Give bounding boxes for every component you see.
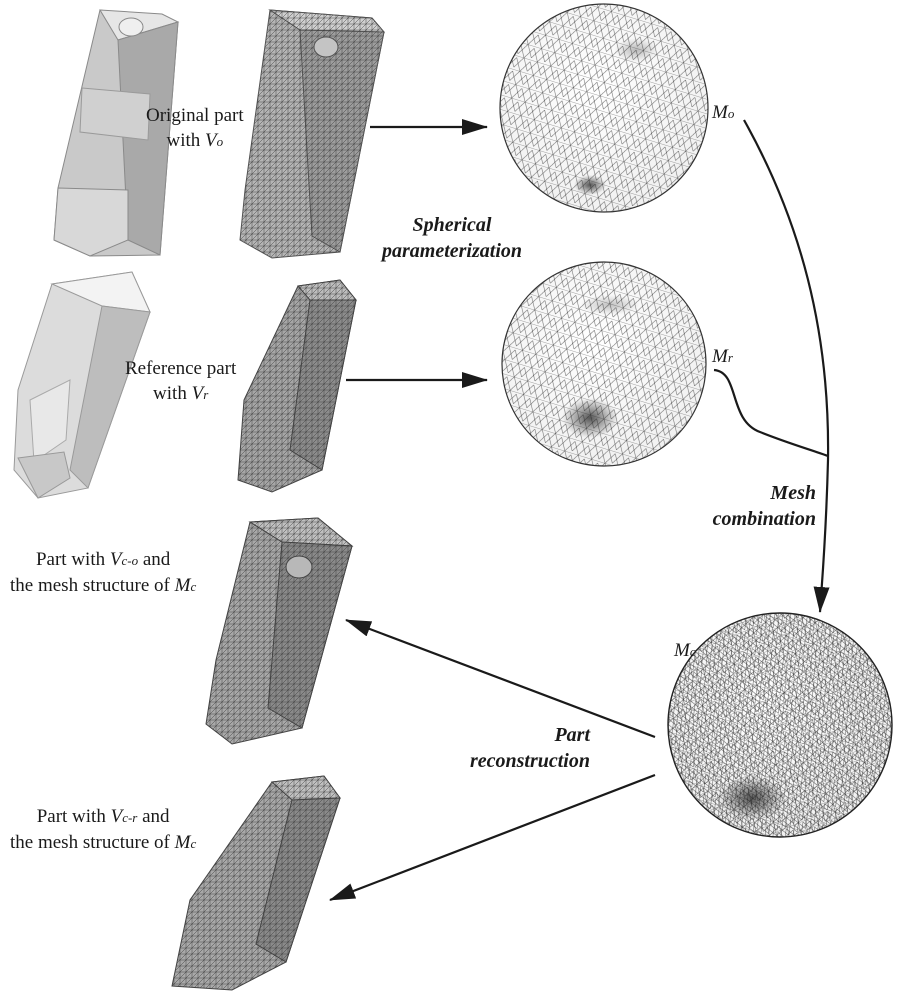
label-reconstruction-line2: reconstruction [440,748,590,774]
label-original-with: with [166,130,205,151]
label-sphere-mo: Mo [712,102,734,124]
subscript-r: r [728,350,733,365]
label-part-co-line1: Part with Vc-o and [10,547,196,573]
subscript-c: c [690,644,696,659]
original-part-mesh [240,10,384,258]
sphere-mo [500,4,708,212]
label-part-co-post: and [138,549,170,570]
label-spherical-line1: Spherical [382,212,522,238]
label-part-co-pre: Part with [36,549,110,570]
part-cr-mesh [172,776,340,990]
label-reference-line2: with Vr [125,381,236,407]
label-reference-with: with [153,383,192,404]
label-reference-line1: Reference part [125,356,236,381]
subscript-c: c [190,836,196,851]
label-original-part: Original part with Vo [146,103,244,154]
symbol-v: V [110,549,122,570]
symbol-m: M [712,346,728,367]
subscript-c-r: c-r [122,810,137,825]
label-sphere-mc: Mc [674,640,696,662]
label-part-co: Part with Vc-o and the mesh structure of… [10,547,196,599]
symbol-m: M [712,102,728,123]
part-co-mesh [206,518,352,744]
label-part-cr-line2-text: the mesh structure of [10,832,175,853]
label-part-cr-line1: Part with Vc-r and [10,804,196,830]
label-part-cr-post: and [137,806,169,827]
subscript-c-o: c-o [121,553,138,568]
label-reconstruction-line1: Part [440,722,590,748]
reference-part-mesh [238,280,356,492]
curve-mo-to-mc [744,120,828,612]
symbol-m: M [175,832,191,853]
symbol-m: M [175,575,191,596]
label-part-cr-line2: the mesh structure of Mc [10,830,196,856]
symbol-v: V [111,806,123,827]
subscript-o: o [728,106,735,121]
label-original-line1: Original part [146,103,244,128]
sphere-mc [668,613,892,837]
subscript-r: r [203,387,208,402]
label-spherical-parameterization: Spherical parameterization [382,212,522,264]
label-part-co-line2-text: the mesh structure of [10,575,175,596]
symbol-v: V [205,130,217,151]
label-part-cr-pre: Part with [37,806,111,827]
subscript-o: o [217,134,224,149]
sphere-mr [502,262,706,466]
arrow-mc-to-part-co [346,620,655,737]
label-sphere-mr: Mr [712,346,733,368]
label-part-co-line2: the mesh structure of Mc [10,573,196,599]
label-part-reconstruction: Part reconstruction [440,722,590,774]
symbol-v: V [192,383,204,404]
symbol-m: M [674,640,690,661]
label-original-line2: with Vo [146,128,244,154]
label-mesh-line1: Mesh [690,480,816,506]
label-spherical-line2: parameterization [382,238,522,264]
label-part-cr: Part with Vc-r and the mesh structure of… [10,804,196,856]
arrow-mc-to-part-cr [330,775,655,900]
label-mesh-line2: combination [690,506,816,532]
label-mesh-combination: Mesh combination [690,480,816,532]
label-reference-part: Reference part with Vr [125,356,236,407]
subscript-c: c [190,579,196,594]
curve-mr-join [714,370,828,456]
